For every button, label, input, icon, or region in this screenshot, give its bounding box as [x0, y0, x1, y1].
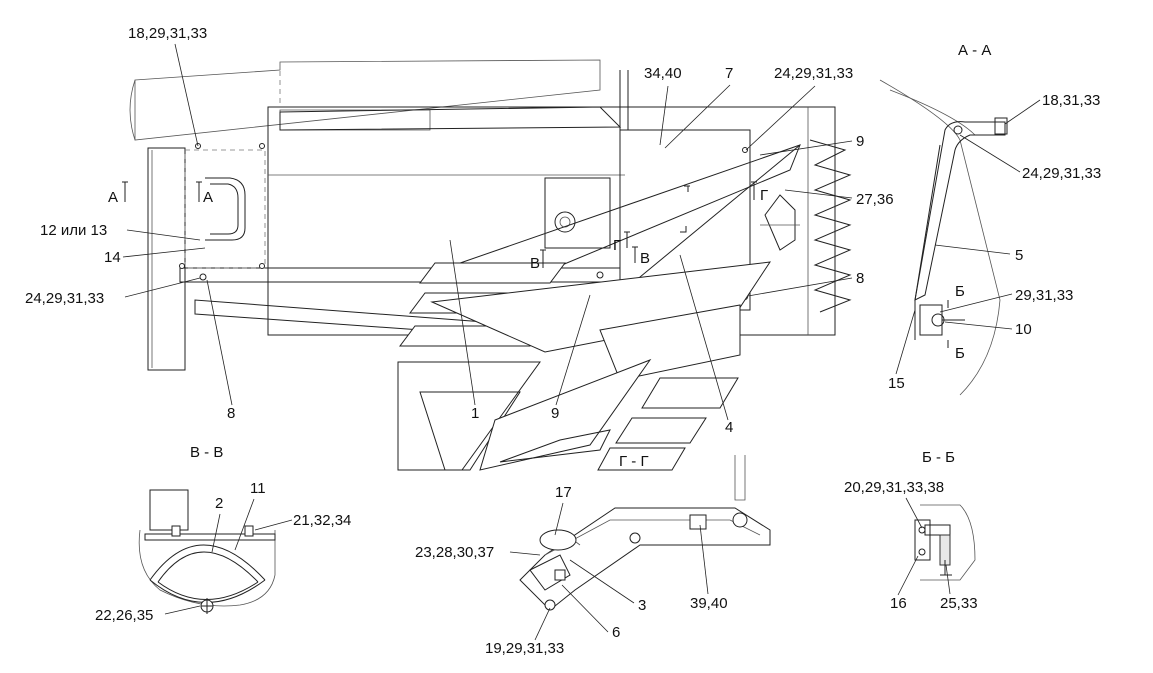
cut-marker-g-left: Г — [613, 237, 621, 254]
cut-marker-v-right: В — [640, 250, 650, 267]
callout-15: 15 — [888, 375, 905, 392]
callout-18-29-31-33: 18,29,31,33 — [128, 25, 207, 42]
callout-19-29-31-33: 19,29,31,33 — [485, 640, 564, 657]
callout-24-29-31-33-top: 24,29,31,33 — [774, 65, 853, 82]
callout-9-top: 9 — [856, 133, 864, 150]
callout-6: 6 — [612, 624, 620, 641]
section-b-b: Б - Б 20,29,31,33,38 16 25,33 — [844, 449, 978, 612]
callout-11: 11 — [250, 480, 266, 497]
section-b-b-title: Б - Б — [922, 449, 955, 466]
panel-stack — [397, 261, 772, 471]
callout-25-33: 25,33 — [940, 595, 978, 612]
callout-27-36: 27,36 — [856, 191, 894, 208]
callout-23-28-30-37: 23,28,30,37 — [415, 544, 494, 561]
cut-marker-g-right: Г — [760, 187, 768, 204]
callout-34-40: 34,40 — [644, 65, 682, 82]
callout-21-32-34: 21,32,34 — [293, 512, 351, 529]
callout-8-right: 8 — [856, 270, 864, 287]
section-a-a: А - А Б Б 18,31,33 24,29,31,33 5 29,31,3… — [879, 42, 1101, 396]
callout-29-31-33: 29,31,33 — [1015, 287, 1073, 304]
callout-18-31-33: 18,31,33 — [1042, 92, 1100, 109]
callout-5: 5 — [1015, 247, 1023, 264]
callout-17: 17 — [555, 484, 572, 501]
section-g-g-title: Г - Г — [619, 453, 649, 470]
section-a-a-title: А - А — [958, 42, 991, 59]
section-v-v: В - В 2 11 21,32,34 22,26,35 — [95, 444, 351, 624]
callout-10: 10 — [1015, 321, 1032, 338]
callout-1: 1 — [471, 405, 479, 422]
callout-7: 7 — [725, 65, 733, 82]
callout-16: 16 — [890, 595, 907, 612]
main-view-callouts: 18,29,31,33 34,40 7 24,29,31,33 9 27,36 … — [25, 25, 894, 436]
callout-8-bottom: 8 — [227, 405, 235, 422]
cut-marker-b-bottom: Б — [955, 345, 965, 362]
callout-24-29-31-33-aa: 24,29,31,33 — [1022, 165, 1101, 182]
callout-4: 4 — [725, 419, 733, 436]
callout-12-or-13: 12 или 13 — [40, 222, 107, 239]
callout-20-29-31-33-38: 20,29,31,33,38 — [844, 479, 944, 496]
section-v-v-title: В - В — [190, 444, 223, 461]
cut-marker-a-right: А — [203, 189, 213, 206]
callout-2: 2 — [215, 495, 223, 512]
callout-14: 14 — [104, 249, 121, 266]
main-view: А А В В Г Г — [108, 59, 852, 471]
cut-marker-b-top: Б — [955, 283, 965, 300]
section-g-g: Г - Г 17 23,28,30,37 3 6 19,29,31,33 39,… — [415, 453, 771, 657]
cut-marker-a-left: А — [108, 189, 118, 206]
callout-22-26-35: 22,26,35 — [95, 607, 153, 624]
callout-24-29-31-33-left: 24,29,31,33 — [25, 290, 104, 307]
callout-9-bottom: 9 — [551, 405, 559, 422]
callout-39-40: 39,40 — [690, 595, 728, 612]
cut-marker-v-left: В — [530, 255, 540, 272]
callout-3: 3 — [638, 597, 646, 614]
